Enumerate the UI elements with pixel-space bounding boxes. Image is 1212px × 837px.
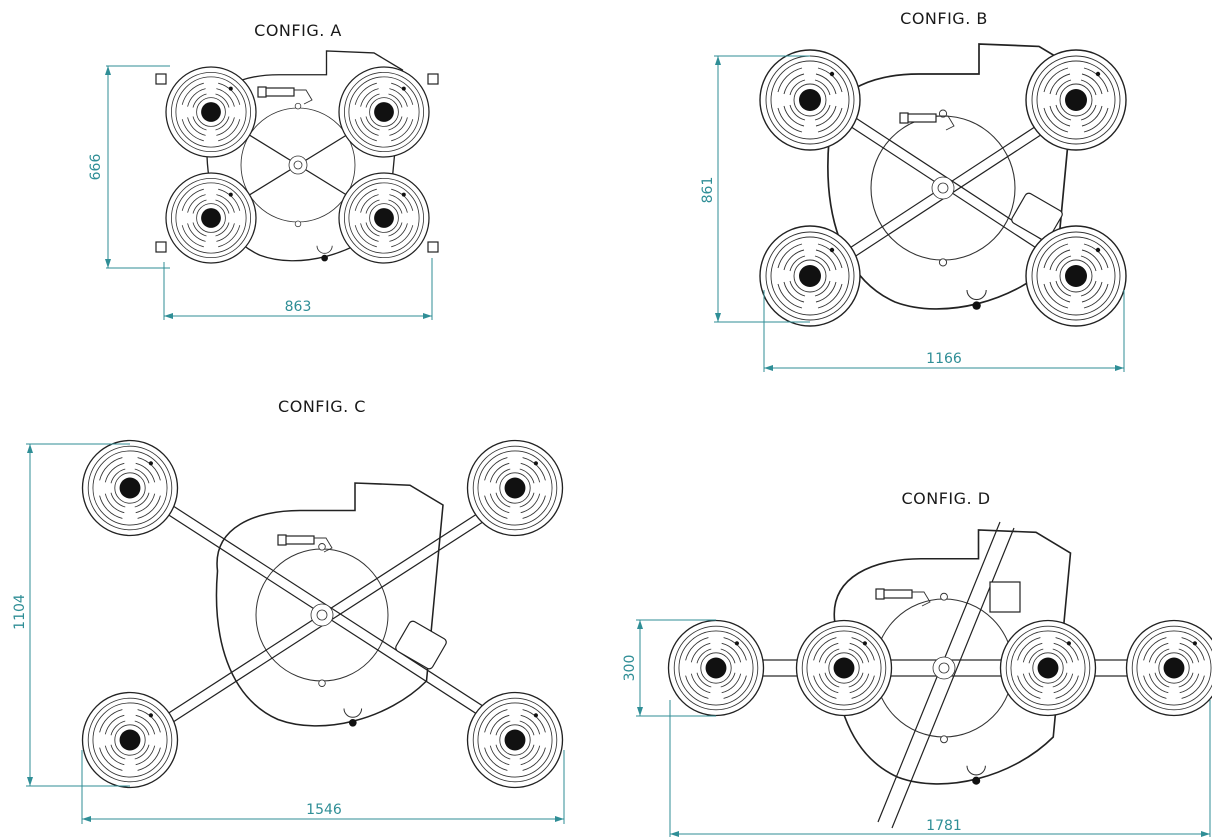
config-d: CONFIG. D 300 — [622, 489, 1212, 837]
config-b-height-dimension: 861 — [700, 55, 810, 323]
config-d-height-value: 300 — [622, 655, 638, 682]
config-d-title: CONFIG. D — [901, 489, 990, 508]
config-d-width-value: 1781 — [926, 818, 962, 834]
config-d-width-dimension: 1781 — [669, 700, 1211, 837]
config-b-width-dimension: 1166 — [763, 290, 1125, 372]
config-a-machine — [155, 50, 439, 264]
config-c-title: CONFIG. C — [278, 397, 366, 416]
config-b-width-value: 1166 — [926, 351, 962, 367]
config-c-width-dimension: 1546 — [81, 750, 565, 824]
config-a-title: CONFIG. A — [254, 21, 342, 40]
config-a-width-dimension: 863 — [163, 258, 433, 320]
config-c: CONFIG. C 1104 — [12, 397, 565, 824]
config-b-title: CONFIG. B — [900, 9, 988, 28]
config-d-height-dimension: 300 — [622, 619, 716, 717]
config-c-height-value: 1104 — [12, 594, 28, 630]
config-b: CONFIG. B 861 — [700, 9, 1127, 372]
config-c-width-value: 1546 — [306, 802, 342, 818]
config-c-machine — [81, 439, 564, 789]
config-a: CONFIG. A 666 — [88, 21, 439, 320]
config-d-machine — [667, 521, 1212, 829]
config-a-height-value: 666 — [88, 154, 104, 181]
config-a-width-value: 863 — [285, 299, 312, 315]
config-b-machine — [759, 43, 1127, 327]
config-c-height-dimension: 1104 — [12, 443, 130, 787]
config-b-height-value: 861 — [700, 177, 716, 204]
config-a-height-dimension: 666 — [88, 65, 170, 269]
